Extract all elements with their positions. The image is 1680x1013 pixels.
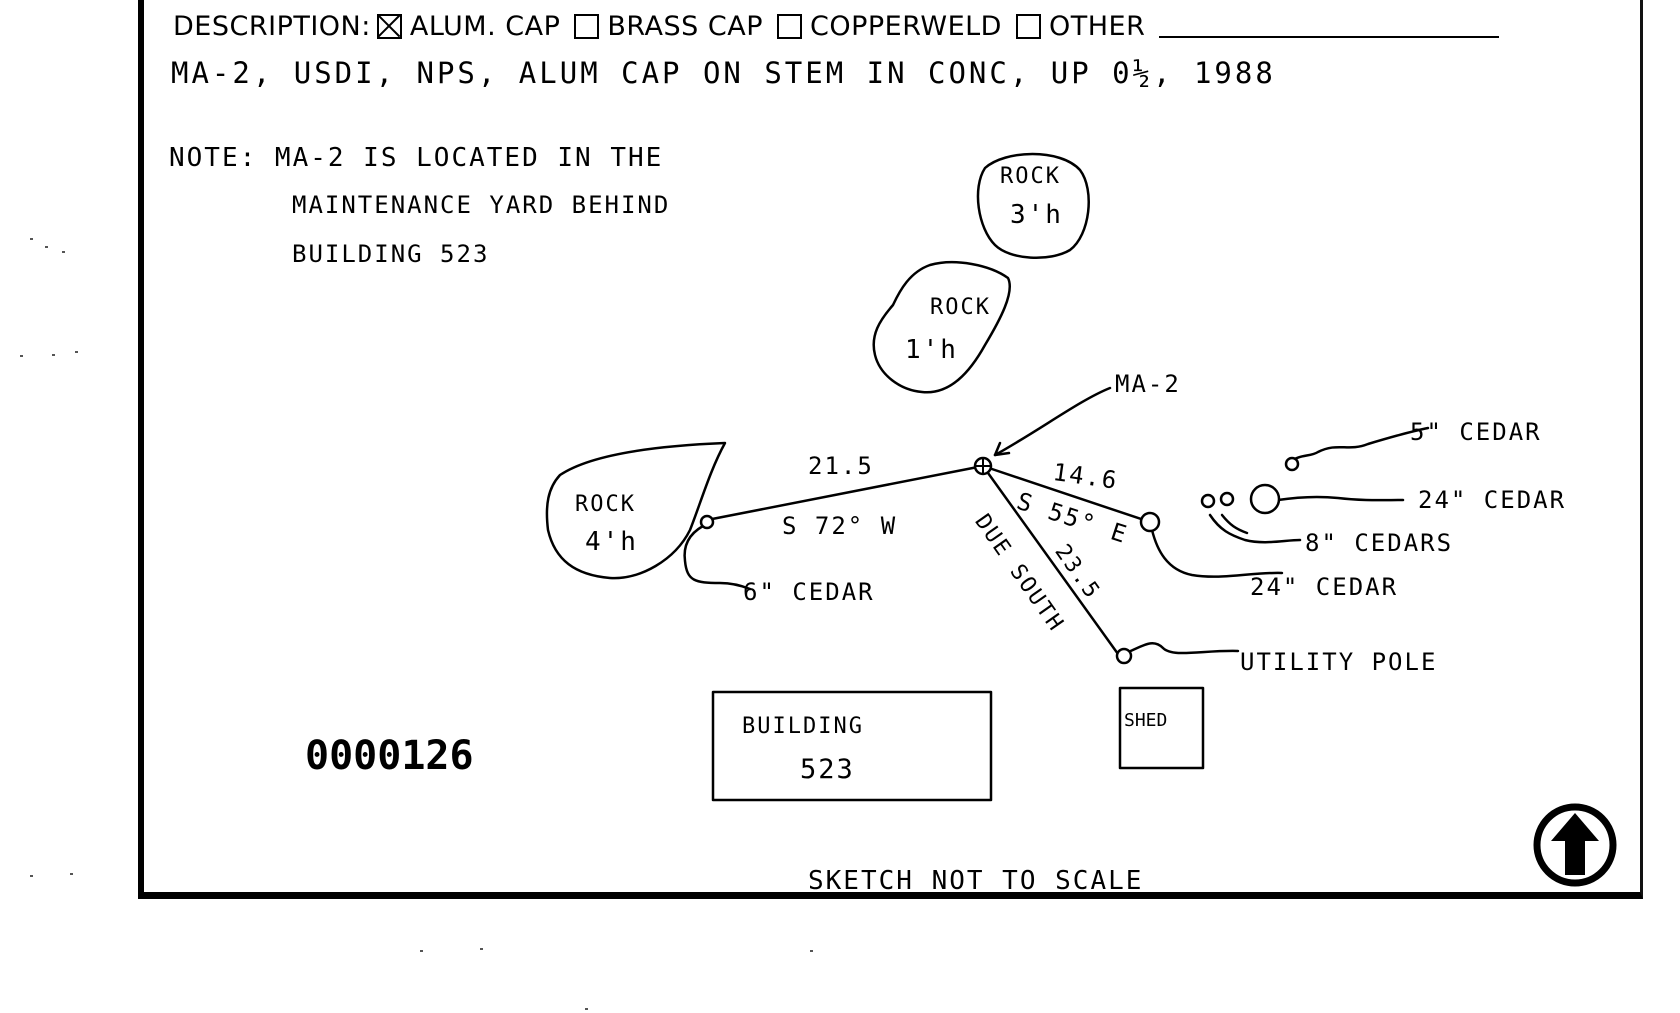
- west-bearing: S 72° W: [782, 512, 898, 540]
- utility-pole-label: UTILITY POLE: [1240, 648, 1438, 676]
- cedar-6-marker: [699, 514, 715, 530]
- record-frame: [138, 0, 1643, 899]
- west-distance: 21.5: [808, 452, 874, 480]
- cedar-24-bottom-label: 24" CEDAR: [1250, 573, 1399, 601]
- rock-3h-outline: [976, 152, 1090, 259]
- rock-1h-name: ROCK: [930, 295, 991, 320]
- other-checkbox[interactable]: [1015, 13, 1041, 39]
- cedars-8-label: 8" CEDARS: [1305, 529, 1454, 557]
- rock-3h-name: ROCK: [1000, 164, 1061, 189]
- utility-pole-marker: [1115, 647, 1133, 665]
- building-523-box: [711, 690, 993, 802]
- copperweld-checkbox[interactable]: [776, 13, 802, 39]
- cedar-8b-marker: [1219, 491, 1235, 507]
- copperweld-label: COPPERWELD: [809, 10, 1002, 42]
- shed-label: SHED: [1124, 710, 1168, 731]
- building-number-label: 523: [800, 754, 855, 785]
- cedar-5-label: 5" CEDAR: [1410, 418, 1542, 446]
- shed-box: [1118, 686, 1205, 770]
- note-line-1: NOTE: MA-2 IS LOCATED IN THE: [169, 143, 664, 173]
- sketch-footer: SKETCH NOT TO SCALE: [808, 866, 1144, 896]
- rock-1h-outline: [872, 261, 1011, 394]
- rock-3h-height: 3'h: [1010, 200, 1063, 230]
- rock-1h-height: 1'h: [905, 335, 958, 365]
- cedar-5-leader: [1288, 426, 1430, 464]
- line-south: [981, 464, 1120, 656]
- cedar-24-top-marker: [1249, 483, 1281, 515]
- cedars-8-leader: [1208, 513, 1302, 544]
- brass-cap-checkbox[interactable]: [574, 13, 600, 39]
- stamp-number: 0000126: [305, 733, 474, 779]
- line-east: [981, 464, 1152, 524]
- ma2-leader: [993, 386, 1112, 457]
- other-label: OTHER: [1048, 10, 1146, 42]
- line-west: [705, 464, 985, 522]
- ma2-label: MA-2: [1115, 370, 1181, 398]
- rock-4h-name: ROCK: [575, 492, 636, 517]
- alum-cap-checkbox[interactable]: [376, 13, 402, 39]
- cedar-5-marker: [1284, 456, 1300, 472]
- cedar-24-top-leader: [1276, 495, 1405, 502]
- cedar-6-leader: [683, 524, 752, 591]
- description-label: DESCRIPTION:: [173, 10, 371, 42]
- alum-cap-label: ALUM. CAP: [409, 10, 561, 42]
- cedar-24-top-label: 24" CEDAR: [1418, 486, 1567, 514]
- rock-4h-outline: [545, 441, 727, 580]
- utility-pole-leader: [1126, 642, 1240, 655]
- monument-description: MA-2, USDI, NPS, ALUM CAP ON STEM IN CON…: [171, 56, 1276, 90]
- cedar-24-bottom-leader: [1150, 528, 1284, 578]
- other-blank-line[interactable]: [1159, 14, 1500, 38]
- cedar-8a-marker: [1200, 493, 1216, 509]
- note-line-2: MAINTENANCE YARD BEHIND: [292, 191, 671, 219]
- cedar-24-bottom-marker: [1139, 511, 1161, 533]
- north-arrow-icon: [1533, 803, 1617, 887]
- cedar-6-label: 6" CEDAR: [743, 578, 875, 606]
- note-line-3: BUILDING 523: [292, 240, 490, 268]
- rock-4h-height: 4'h: [585, 527, 638, 557]
- brass-cap-label: BRASS CAP: [607, 10, 763, 42]
- description-row: DESCRIPTION: ALUM. CAP BRASS CAP COPPERW…: [173, 6, 1500, 46]
- building-name-label: BUILDING: [742, 714, 864, 739]
